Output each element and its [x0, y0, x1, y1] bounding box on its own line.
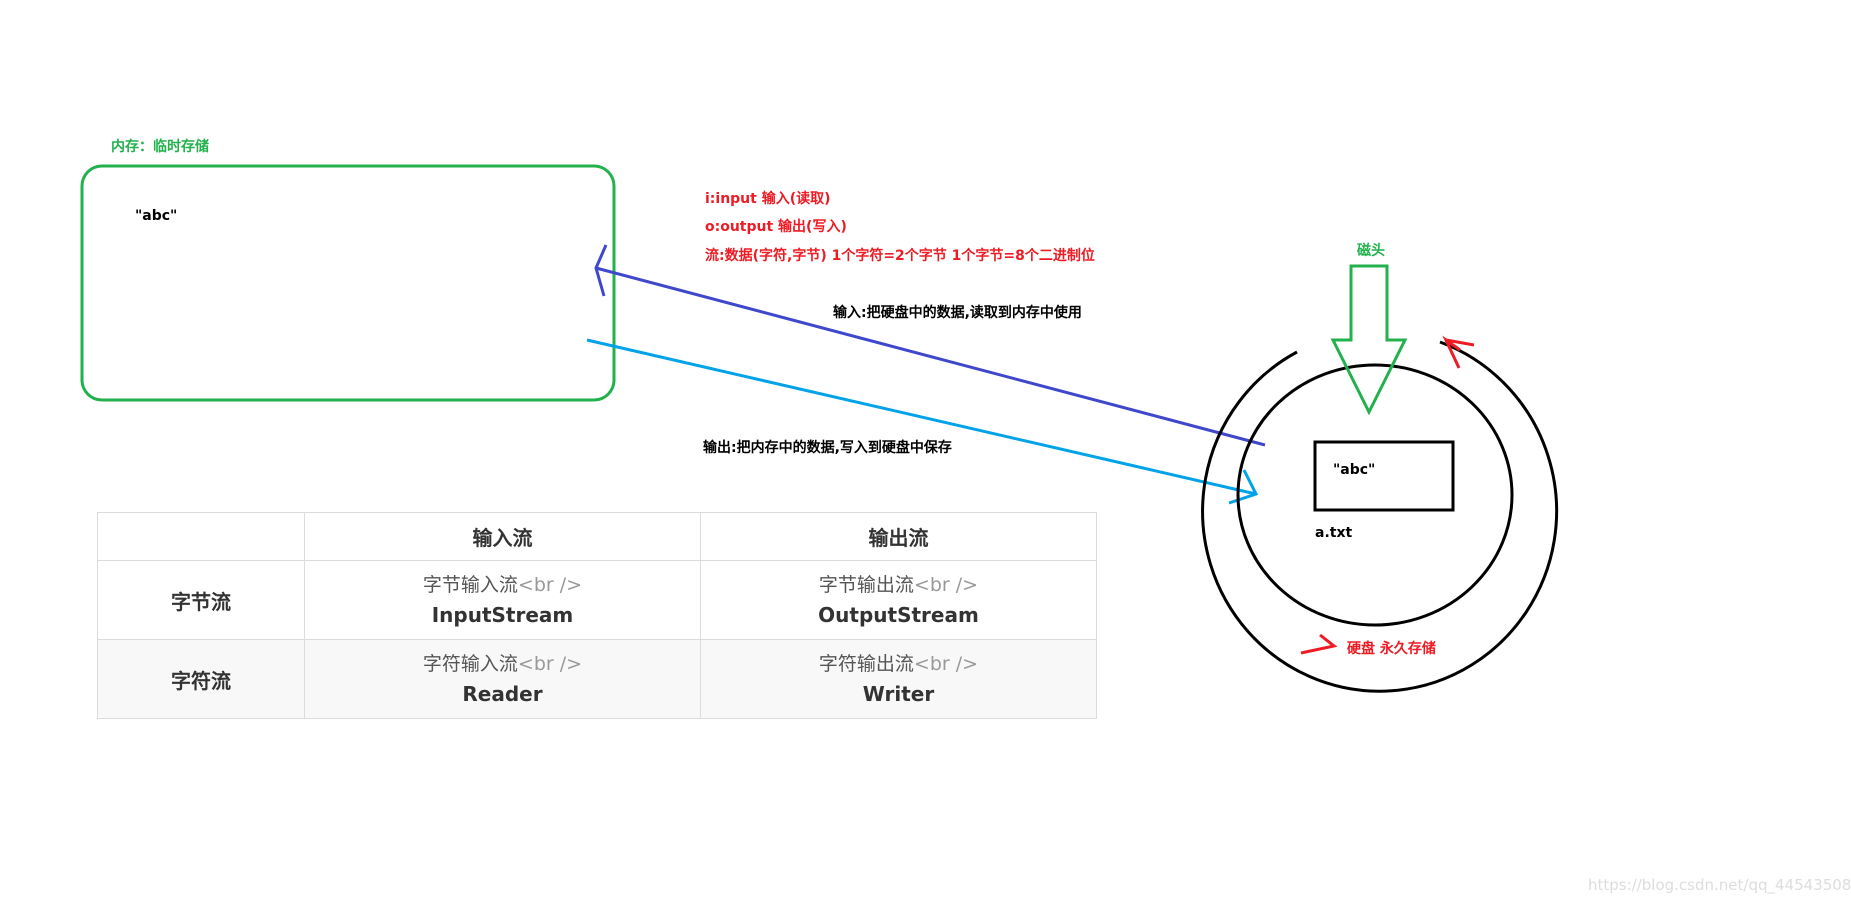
- row-label-byte: 字节流: [97, 560, 305, 640]
- cell-byte-output-tag: <br />: [913, 574, 979, 596]
- note-output-definition: o:output 输出(写入): [705, 219, 847, 235]
- disk-head-label: 磁头: [1357, 243, 1385, 259]
- cell-byte-input-tag: <br />: [517, 574, 583, 596]
- table-header-output: 输出流: [700, 512, 1097, 561]
- memory-box: [80, 164, 616, 402]
- cell-char-input-tag: <br />: [517, 653, 583, 675]
- table-header-row: 输入流 输出流: [97, 512, 1097, 561]
- output-arrow-label: 输出:把内存中的数据,写入到硬盘中保存: [703, 440, 952, 456]
- table-header-corner: [97, 512, 305, 561]
- cell-byte-output-desc: 字节输出流: [818, 574, 914, 596]
- rotation-arrow-bottom-icon: [1300, 633, 1338, 655]
- cell-char-output: 字符输出流<br /> Writer: [700, 639, 1097, 719]
- table-row-char: 字符流 字符输入流<br /> Reader 字符输出流<br /> Write…: [97, 639, 1097, 719]
- output-arrow-head: [1228, 469, 1259, 505]
- io-stream-table: 输入流 输出流 字节流 字节输入流<br /> InputStream 字节输出…: [97, 512, 1097, 719]
- rotation-arrow-top-icon: [1442, 335, 1461, 369]
- file-box: [1313, 440, 1455, 512]
- memory-content: "abc": [135, 208, 178, 224]
- cell-char-output-desc: 字符输出流: [818, 653, 914, 675]
- table-header-input: 输入流: [304, 512, 701, 561]
- cell-byte-input-desc: 字节输入流: [422, 574, 518, 596]
- cell-char-input: 字符输入流<br /> Reader: [304, 639, 701, 719]
- cell-char-input-class: Reader: [462, 682, 543, 706]
- row-label-char: 字符流: [97, 639, 305, 719]
- memory-title: 内存：临时存储: [111, 139, 209, 155]
- note-stream-definition: 流:数据(字符,字节) 1个字符=2个字节 1个字节=8个二进制位: [705, 248, 1095, 264]
- cell-char-output-tag: <br />: [913, 653, 979, 675]
- disk-label: 硬盘 永久存储: [1347, 641, 1436, 657]
- input-arrow-label: 输入:把硬盘中的数据,读取到内存中使用: [833, 305, 1082, 321]
- output-arrow-line: [586, 338, 1257, 496]
- cell-char-output-class: Writer: [862, 682, 935, 706]
- cell-byte-input: 字节输入流<br /> InputStream: [304, 560, 701, 640]
- disk-head-arrow-icon: [1330, 264, 1408, 416]
- disk-platter: [1236, 363, 1514, 627]
- cell-byte-input-class: InputStream: [431, 603, 574, 627]
- table-row-byte: 字节流 字节输入流<br /> InputStream 字节输出流<br /> …: [97, 560, 1097, 640]
- cell-char-input-desc: 字符输入流: [422, 653, 518, 675]
- note-input-definition: i:input 输入(读取): [705, 191, 831, 207]
- rotation-arrow-top-tail: [1445, 338, 1475, 347]
- cell-byte-output: 字节输出流<br /> OutputStream: [700, 560, 1097, 640]
- input-arrow-line: [595, 266, 1266, 447]
- file-content: "abc": [1333, 462, 1376, 478]
- disk-outer-ring: [1201, 340, 1559, 693]
- watermark: https://blog.csdn.net/qq_44543508: [1588, 876, 1851, 894]
- input-arrow-head: [594, 244, 608, 297]
- file-name: a.txt: [1315, 525, 1353, 541]
- cell-byte-output-class: OutputStream: [818, 603, 979, 627]
